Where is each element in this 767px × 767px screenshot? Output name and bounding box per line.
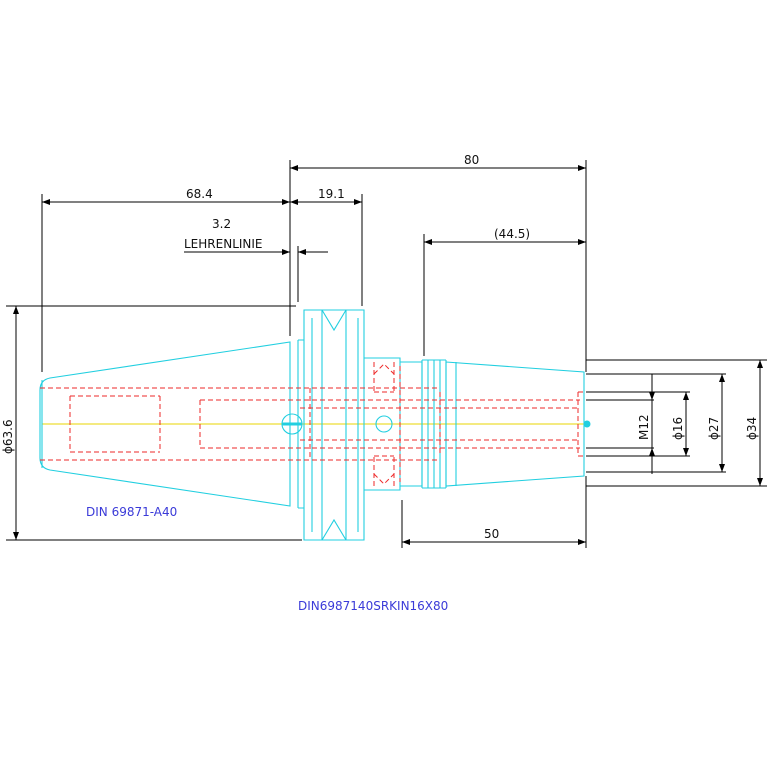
dim-overall-length: 80 xyxy=(464,153,479,167)
dim-flange-diameter: ϕ63.6 xyxy=(1,419,15,454)
taper-cone xyxy=(39,341,291,507)
gauge-line-label: LEHRENLINIE xyxy=(184,237,263,251)
nose-cone xyxy=(445,361,585,487)
dimensions xyxy=(6,160,767,548)
dim-body-diameter: ϕ34 xyxy=(745,417,759,440)
dim-bore-diameter: ϕ16 xyxy=(671,417,685,440)
dim-taper-length: 68.4 xyxy=(186,187,213,201)
v-groove xyxy=(321,309,347,332)
dim-gauge-offset: 3.2 xyxy=(212,217,231,231)
standard-label: DIN 69871-A40 xyxy=(86,505,177,519)
flange xyxy=(303,309,365,541)
dim-thread: M12 xyxy=(637,414,651,440)
dim-flange-width: 19.1 xyxy=(318,187,345,201)
dim-nose-diameter: ϕ27 xyxy=(707,417,721,440)
dim-projection-length: (44.5) xyxy=(494,227,530,241)
cross-hole xyxy=(375,415,393,433)
hidden-lines xyxy=(40,362,584,486)
dim-clamp-length: 50 xyxy=(484,527,499,541)
part-number-label: DIN6987140SRKIN16X80 xyxy=(298,599,448,613)
